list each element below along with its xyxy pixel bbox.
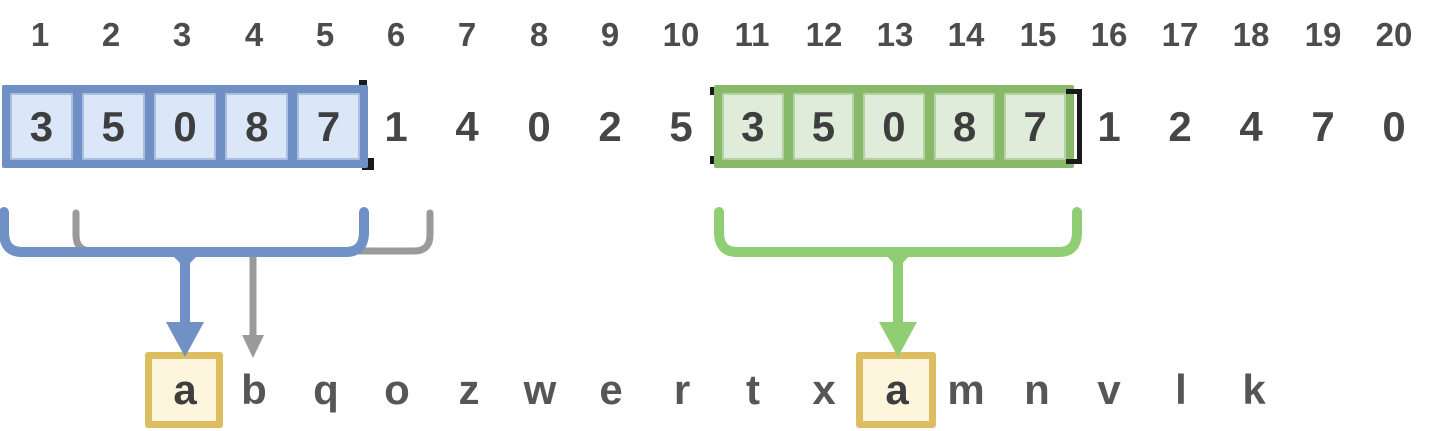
- letter-label: o: [384, 366, 410, 413]
- window-cell: 8: [933, 93, 996, 160]
- letter-label: l: [1175, 366, 1187, 413]
- blue-brace: [0, 207, 369, 257]
- letter-label: x: [812, 366, 836, 413]
- index-label: 13: [876, 16, 914, 53]
- index-label: 20: [1375, 16, 1413, 53]
- digit-label: 0: [1382, 103, 1406, 150]
- gray-brace: [72, 209, 434, 255]
- window-cell: 0: [863, 93, 925, 160]
- index-label: 4: [244, 16, 264, 53]
- letter-label-highlighted: a: [173, 366, 197, 413]
- index-label: 5: [315, 16, 335, 53]
- index-label: 3: [172, 16, 192, 53]
- letter-label: q: [313, 366, 339, 413]
- window-cell: 8: [225, 93, 289, 160]
- window-cell: 5: [792, 93, 855, 160]
- letter-label: w: [523, 366, 557, 413]
- index-label: 7: [457, 16, 477, 53]
- index-label: 18: [1232, 16, 1270, 53]
- digit-label: 1: [384, 103, 408, 150]
- letter-label: r: [673, 366, 691, 413]
- green-brace-junction: [883, 252, 913, 268]
- index-label: 19: [1304, 16, 1342, 53]
- letter-label-highlighted: a: [885, 366, 909, 413]
- digit-label: 4: [1239, 103, 1263, 150]
- window-cell: 7: [1004, 93, 1066, 160]
- green-window-box: 3 5 0 8 7: [714, 85, 1074, 168]
- digit-label: 7: [1311, 103, 1335, 150]
- index-label: 10: [662, 16, 700, 53]
- window-end-bracket-icon: [1066, 89, 1082, 164]
- green-brace: [714, 207, 1082, 257]
- index-label: 2: [101, 16, 121, 53]
- letter-label: e: [599, 366, 623, 413]
- index-label: 14: [947, 16, 985, 53]
- window-end-bracket-icon: [359, 80, 367, 87]
- window-cell: 7: [297, 93, 360, 160]
- index-label: 12: [805, 16, 843, 53]
- index-label: 16: [1090, 16, 1128, 53]
- letter-label: z: [458, 366, 480, 413]
- digit-label: 4: [455, 103, 479, 150]
- digit-label: 2: [1168, 103, 1192, 150]
- index-label: 6: [386, 16, 406, 53]
- index-label: 8: [529, 16, 549, 53]
- index-label: 17: [1161, 16, 1199, 53]
- letter-label: k: [1242, 366, 1266, 413]
- digit-label: 5: [669, 103, 693, 150]
- letter-label: t: [746, 366, 760, 413]
- index-label: 11: [734, 16, 770, 53]
- gray-arrow-icon: [242, 335, 264, 358]
- window-cell: 3: [10, 93, 73, 160]
- window-cell: 5: [81, 93, 145, 160]
- index-label: 9: [600, 16, 620, 53]
- index-label: 1: [30, 16, 50, 53]
- digit-label: 1: [1097, 103, 1121, 150]
- digit-label: 2: [598, 103, 622, 150]
- digit-label: 0: [527, 103, 551, 150]
- letter-label: n: [1024, 366, 1050, 413]
- letter-label: b: [241, 366, 267, 413]
- letter-label: m: [947, 366, 985, 413]
- window-cell: 0: [153, 93, 217, 160]
- index-label: 15: [1019, 16, 1057, 53]
- blue-window-box: 3 5 0 8 7: [2, 85, 368, 168]
- letter-label: v: [1097, 366, 1121, 413]
- blue-brace-junction: [169, 252, 201, 268]
- window-cell: 3: [722, 93, 784, 160]
